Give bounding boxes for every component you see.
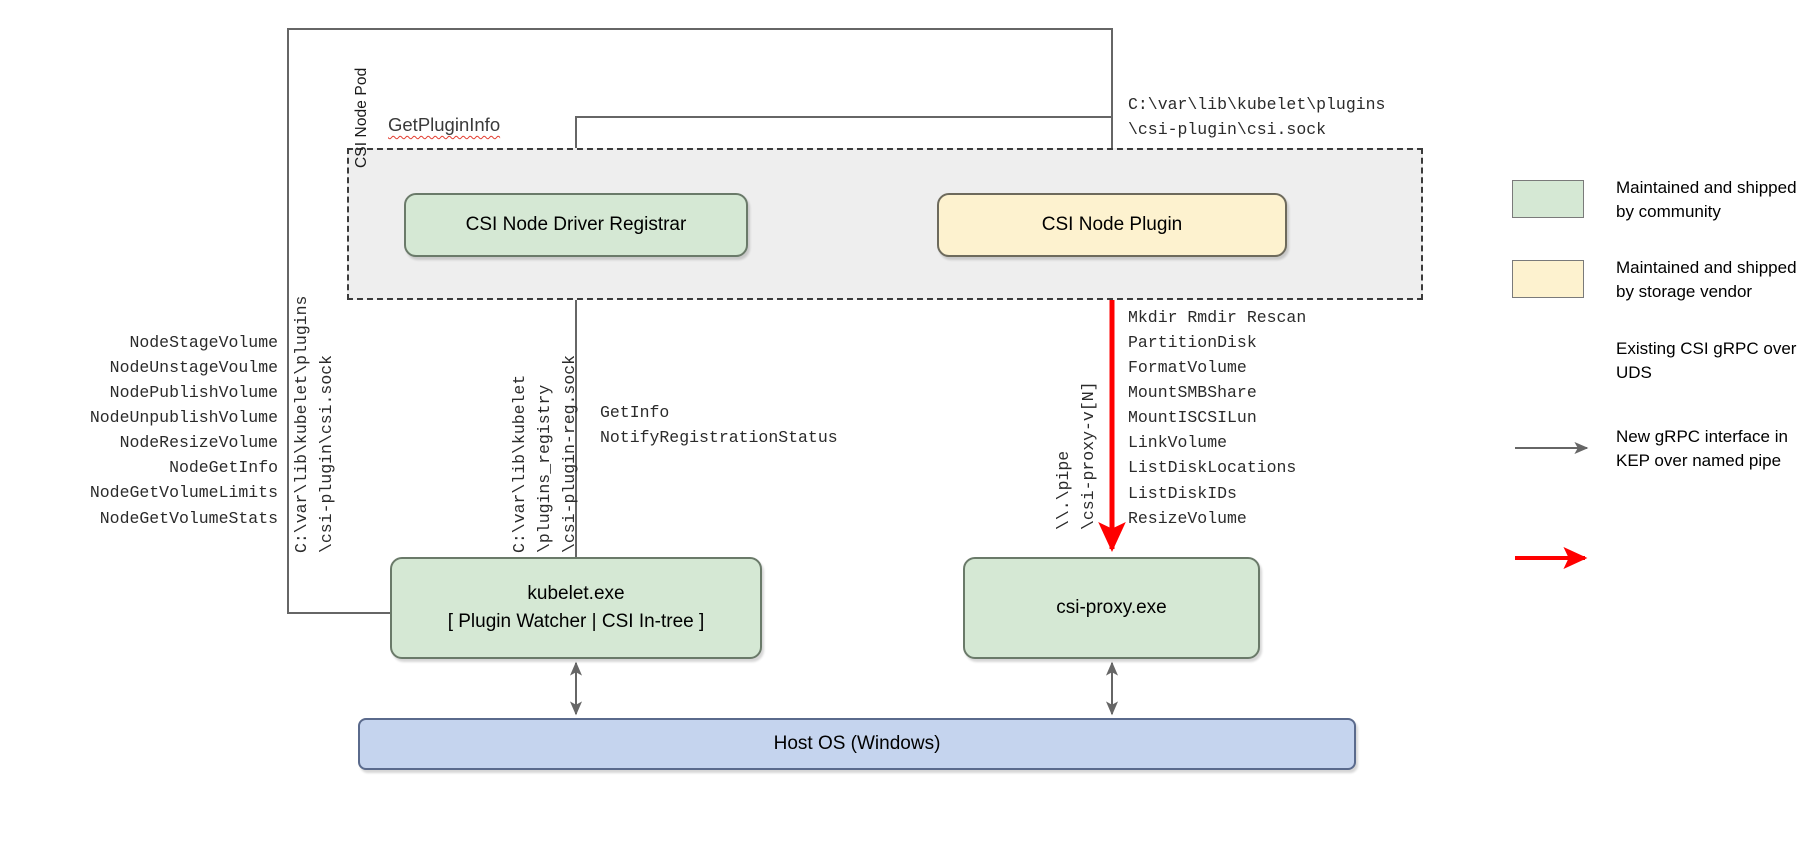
legend-key-community: [1512, 176, 1602, 218]
csi-proxy-title: csi-proxy.exe: [1056, 597, 1167, 619]
swatch-green-icon: [1512, 180, 1584, 218]
legend-item-community: Maintained and shipped by community: [1512, 176, 1812, 224]
host-os-title: Host OS (Windows): [773, 733, 941, 755]
legend-key-vendor: [1512, 256, 1602, 299]
legend: Maintained and shipped by community Main…: [1512, 176, 1812, 513]
legend-label-existing-grpc: Existing CSI gRPC over UDS: [1616, 338, 1797, 382]
label-registry-sock-path-vertical: C:\var\lib\kubelet \plugins_registry \cs…: [510, 354, 579, 553]
csi-node-driver-registrar-title: CSI Node Driver Registrar: [465, 214, 687, 236]
node-box-csi-proxy-exe[interactable]: csi-proxy.exe: [963, 557, 1260, 659]
legend-key-new-grpc: [1512, 425, 1602, 435]
node-box-host-os[interactable]: Host OS (Windows): [358, 718, 1356, 770]
legend-label-vendor: Maintained and shipped by storage vendor: [1616, 258, 1797, 302]
legend-key-existing-grpc: [1512, 337, 1602, 347]
label-get-plugin-info: GetPluginInfo: [388, 114, 501, 135]
kubelet-title: kubelet.exe: [527, 583, 625, 605]
legend-item-existing-grpc: Existing CSI gRPC over UDS: [1512, 337, 1812, 385]
label-registration-apis: GetInfo NotifyRegistrationStatus: [600, 403, 838, 448]
kubelet-subtitle: [ Plugin Watcher | CSI In-tree ]: [447, 611, 705, 632]
swatch-yellow-icon: [1512, 260, 1584, 299]
legend-item-new-grpc: New gRPC interface in KEP over named pip…: [1512, 425, 1812, 473]
label-named-pipe-vertical: \\.\pipe \csi-proxy-v[N]: [1054, 381, 1098, 530]
legend-label-community: Maintained and shipped by community: [1616, 178, 1797, 222]
csi-node-pod-label: CSI Node Pod: [353, 67, 370, 168]
label-csi-sock-path-vertical: C:\var\lib\kubelet\plugins \csi-plugin\c…: [292, 295, 336, 553]
label-csi-sock-path-top: C:\var\lib\kubelet\plugins \csi-plugin\c…: [1128, 95, 1386, 140]
node-box-csi-node-driver-registrar[interactable]: CSI Node Driver Registrar: [404, 193, 748, 257]
csi-node-plugin-title: CSI Node Plugin: [1041, 214, 1183, 236]
legend-item-vendor: Maintained and shipped by storage vendor: [1512, 256, 1812, 304]
node-box-kubelet-exe[interactable]: kubelet.exe [ Plugin Watcher | CSI In-tr…: [390, 557, 762, 659]
label-node-service-apis: NodeStageVolume NodeUnstageVoulme NodePu…: [89, 333, 278, 528]
label-csi-proxy-apis: Mkdir Rmdir Rescan PartitionDisk FormatV…: [1128, 308, 1307, 528]
legend-label-new-grpc: New gRPC interface in KEP over named pip…: [1616, 426, 1788, 470]
node-box-csi-node-plugin[interactable]: CSI Node Plugin: [937, 193, 1287, 257]
